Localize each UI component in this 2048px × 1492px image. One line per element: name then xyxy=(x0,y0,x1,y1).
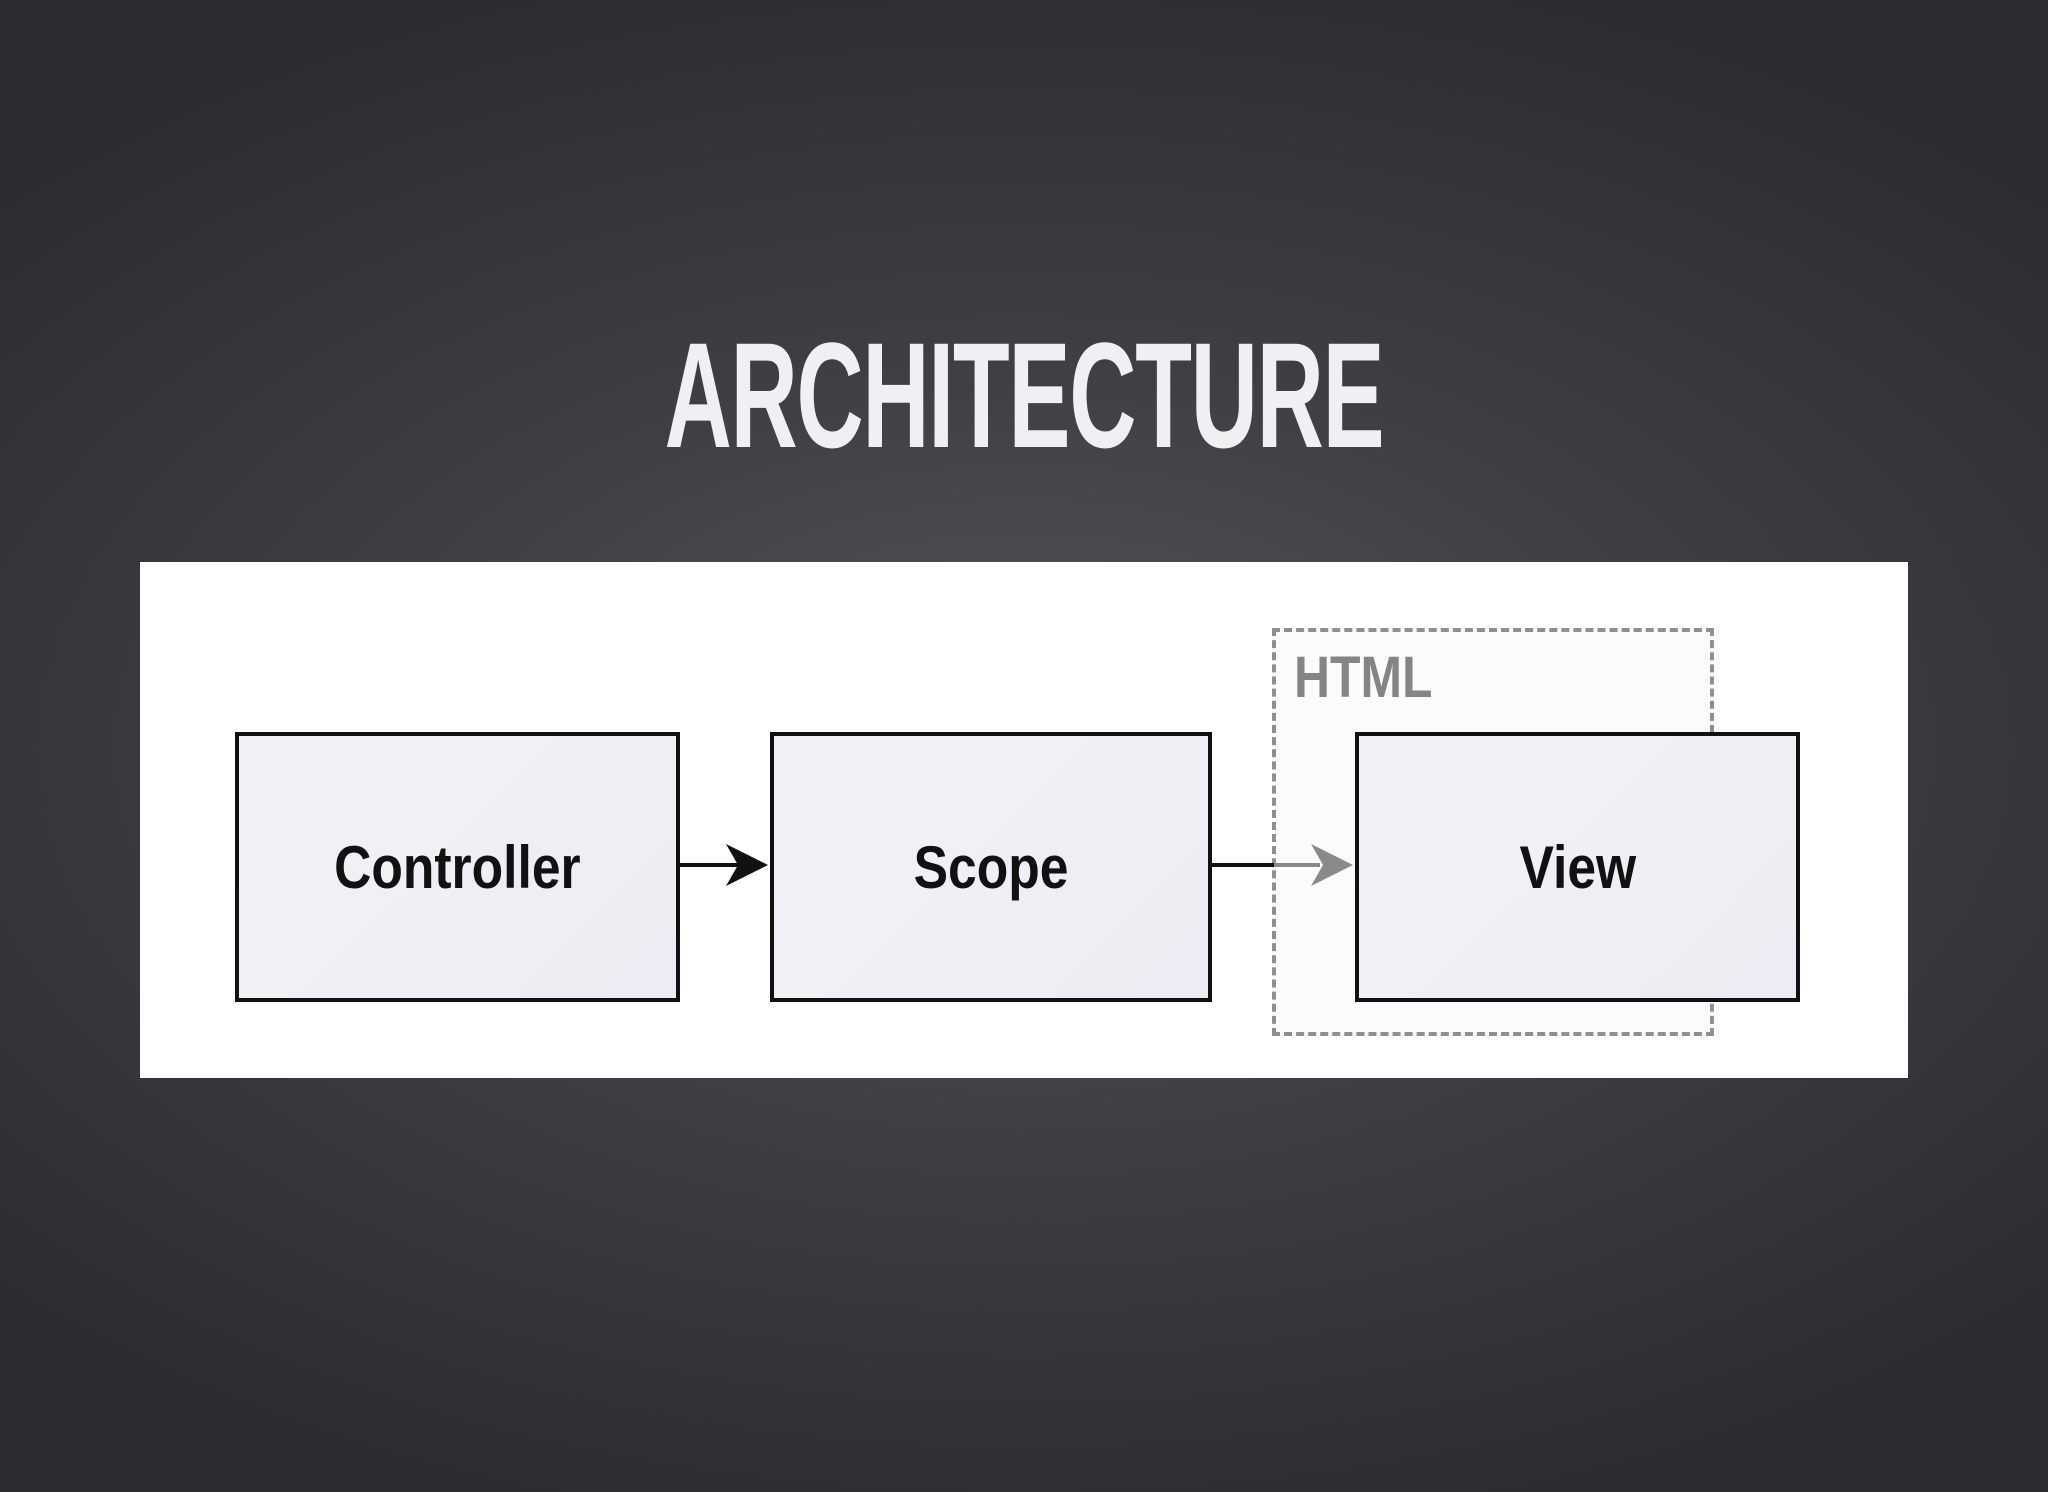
architecture-diagram: HTML Controller Scope View xyxy=(140,562,1908,1078)
controller-to-scope-arrow xyxy=(680,844,768,886)
controller-label: Controller xyxy=(334,833,581,901)
html-region-label: HTML xyxy=(1294,645,1433,710)
scope-label: Scope xyxy=(913,833,1069,901)
scope-box: Scope xyxy=(770,732,1212,1002)
connector-layer xyxy=(680,844,1353,886)
view-label: View xyxy=(1519,833,1636,901)
view-box: View xyxy=(1355,732,1800,1002)
scope-to-view-arrow xyxy=(1212,844,1353,886)
slide-title: ARCHITECTURE xyxy=(664,311,1385,479)
controller-box: Controller xyxy=(235,732,680,1002)
